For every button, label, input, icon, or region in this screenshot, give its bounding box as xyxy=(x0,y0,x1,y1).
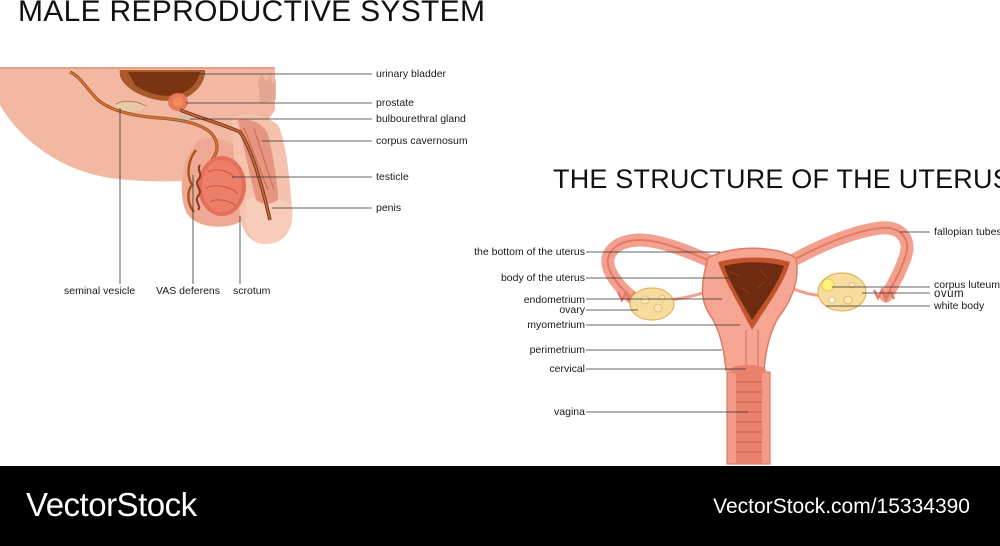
label-prostate: prostate xyxy=(376,97,414,109)
stock-url: VectorStock.com/15334390 xyxy=(713,495,970,518)
label-urinary-bladder: urinary bladder xyxy=(376,68,447,80)
label-ovary: ovary xyxy=(559,304,585,316)
label-perimetrium: perimetrium xyxy=(529,344,585,356)
label-vas-deferens: VAS deferens xyxy=(156,285,221,297)
brand-logo: VectorStock xyxy=(26,486,197,523)
label-white-body: white body xyxy=(934,300,985,312)
label-testicle: testicle xyxy=(376,171,409,183)
label-corpus-cavernosum: corpus cavernosum xyxy=(376,135,468,147)
uterus-leader-lines xyxy=(586,231,930,413)
label-penis: penis xyxy=(376,202,402,214)
label-bulbourethral-gland: bulbourethral gland xyxy=(376,113,466,125)
male-illustration xyxy=(0,67,293,244)
male-system-title: MALE REPRODUCTIVE SYSTEM xyxy=(18,0,486,28)
uterus-structure-title: THE STRUCTURE OF THE UTERUS xyxy=(553,164,1000,194)
footer-bar: VectorStock VectorStock.com/15334390 xyxy=(0,466,1000,546)
label-cervical: cervical xyxy=(549,363,585,375)
cervix-shape xyxy=(730,365,766,375)
male-leader-lines xyxy=(119,73,372,284)
label-myometrium: myometrium xyxy=(527,319,585,331)
uterus-illustration xyxy=(601,221,914,465)
label-seminal-vesicle: seminal vesicle xyxy=(64,285,136,297)
label-endometrium: endometrium xyxy=(523,294,585,306)
right-ovary-shape xyxy=(817,272,867,312)
label-body-of-uterus: body of the uterus xyxy=(500,272,585,284)
label-scrotum: scrotum xyxy=(233,285,271,297)
label-vagina: vagina xyxy=(554,406,585,418)
label-corpus-luteum: corpus luteum xyxy=(934,279,1000,291)
label-fallopian-tubes: fallopian tubes xyxy=(934,226,1000,238)
label-ovum: ovum xyxy=(934,288,965,300)
label-bottom-of-uterus: the bottom of the uterus xyxy=(474,246,585,258)
anatomy-illustration xyxy=(0,67,930,465)
left-ovary-shape xyxy=(629,287,675,321)
